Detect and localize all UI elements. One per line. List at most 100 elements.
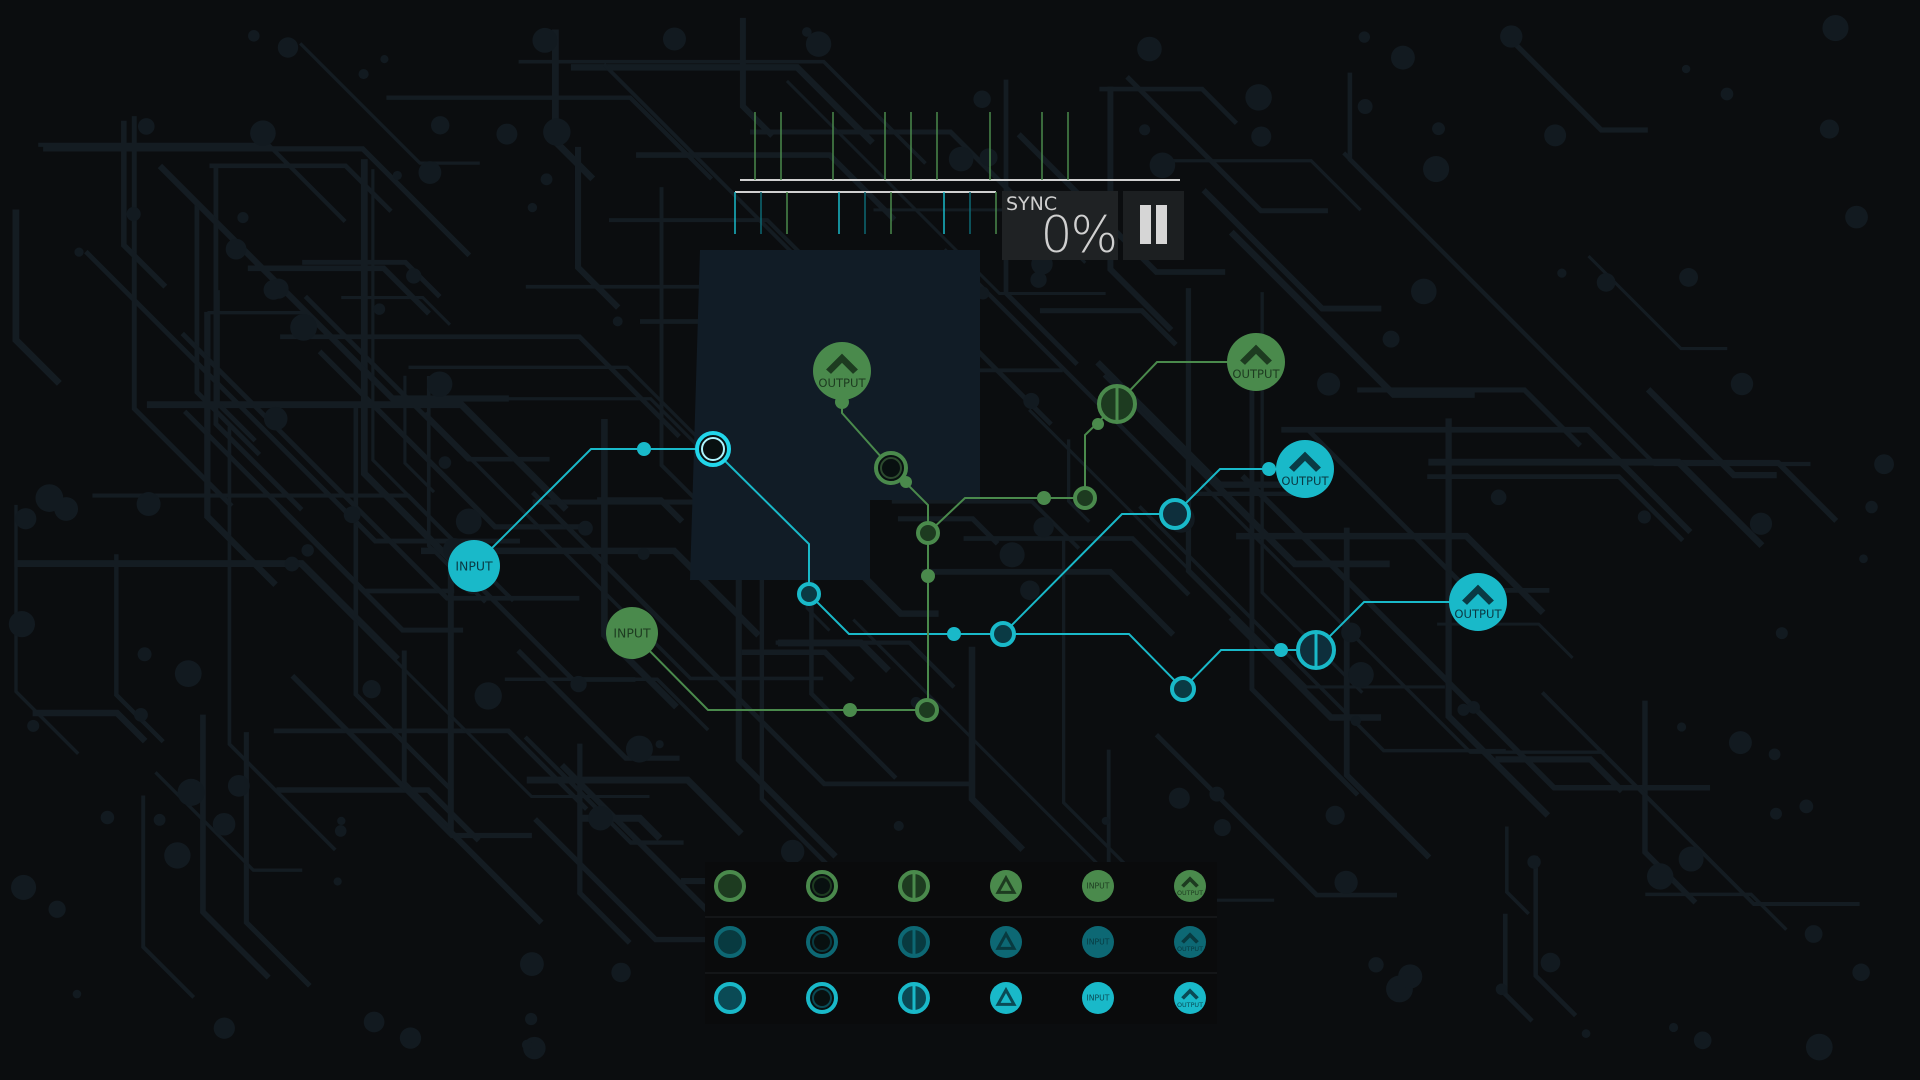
circuit-trace	[897, 516, 1000, 546]
junction[interactable]	[921, 569, 935, 583]
input-node-green[interactable]: INPUT	[606, 607, 658, 659]
junction-dot	[1262, 462, 1276, 476]
palette-triangle-node-green[interactable]	[990, 870, 1022, 902]
palette-ring-node-teal[interactable]	[806, 926, 838, 958]
triangle-node-icon	[990, 926, 1022, 958]
palette-split-node-green[interactable]	[898, 870, 930, 902]
circuit-pad	[1804, 925, 1823, 943]
circuit-trace	[114, 554, 165, 744]
junction[interactable]	[1037, 491, 1051, 505]
relay-node[interactable]	[990, 621, 1016, 647]
junction[interactable]	[947, 627, 961, 641]
circuit-pad	[1490, 489, 1507, 506]
palette-row-green	[705, 862, 1217, 918]
palette-triangle-node-cyan[interactable]	[990, 982, 1022, 1014]
circuit-trace	[121, 120, 168, 289]
circuit-pad	[250, 120, 276, 146]
palette-output-node-green[interactable]: OUTPUT	[1174, 870, 1206, 902]
triangle-glyph	[995, 874, 1017, 894]
circuit-pad	[1749, 512, 1773, 535]
junction[interactable]	[1262, 462, 1276, 476]
split-node[interactable]	[1097, 384, 1137, 424]
output-node-green[interactable]: OUTPUT	[1227, 333, 1285, 391]
circuit-trace	[14, 560, 400, 662]
circuit-trace	[1506, 35, 1648, 133]
solid-node-icon	[714, 870, 746, 902]
output-node-cyan[interactable]: OUTPUT	[1449, 573, 1507, 631]
circuit-trace	[386, 95, 714, 181]
circuit-trace	[921, 568, 1176, 637]
palette-triangle-node-teal[interactable]	[990, 926, 1022, 958]
palette-input-node-teal[interactable]: INPUT	[1082, 926, 1114, 958]
circuit-pad	[1149, 152, 1176, 179]
circuit-pad	[1775, 627, 1788, 640]
circuit-pad	[1168, 787, 1190, 809]
ring-inner	[880, 457, 902, 479]
junction[interactable]	[1274, 643, 1288, 657]
circuit-pad	[100, 810, 115, 825]
circuit-trace	[1587, 254, 1728, 351]
output-node-cyan[interactable]: OUTPUT	[1276, 440, 1334, 498]
junction[interactable]	[835, 395, 849, 409]
circuit-pad	[588, 805, 613, 831]
palette-split-node-teal[interactable]	[898, 926, 930, 958]
palette-split-node-cyan[interactable]	[898, 982, 930, 1014]
relay-node[interactable]	[916, 521, 940, 545]
circuit-pad	[893, 820, 904, 831]
output-node-icon	[1227, 333, 1285, 391]
palette-output-node-cyan[interactable]: OUTPUT	[1174, 982, 1206, 1014]
output-node-green[interactable]: OUTPUT	[813, 342, 871, 400]
junction-dot	[1037, 491, 1051, 505]
circuit-pad	[248, 30, 260, 42]
relay-node[interactable]	[915, 698, 939, 722]
junction[interactable]	[843, 703, 857, 717]
relay-node[interactable]	[797, 582, 821, 606]
circuit-pad	[1859, 554, 1868, 564]
palette-output-node-teal[interactable]: OUTPUT	[1174, 926, 1206, 958]
circuit-pad	[540, 173, 553, 186]
circuit-pad	[1681, 64, 1691, 74]
relay-node[interactable]	[1073, 486, 1097, 510]
relay-node[interactable]	[1159, 498, 1191, 530]
solid-node-icon	[714, 982, 746, 1014]
pause-button[interactable]	[1123, 191, 1184, 260]
circuit-pad	[1358, 31, 1371, 43]
input-label: INPUT	[1087, 882, 1110, 891]
solid-node-icon	[1170, 676, 1196, 702]
circuit-trace	[182, 409, 455, 594]
circuit-trace	[518, 59, 927, 165]
palette-ring-node-green[interactable]	[806, 870, 838, 902]
input-node-cyan[interactable]: INPUT	[448, 540, 500, 592]
circuit-trace	[146, 401, 569, 512]
palette-input-node-cyan[interactable]: INPUT	[1082, 982, 1114, 1014]
circuit-trace	[462, 397, 715, 463]
junction[interactable]	[1092, 418, 1104, 430]
palette-solid-node-cyan[interactable]	[714, 982, 746, 1014]
circuit-trace	[243, 732, 312, 988]
output-label: OUTPUT	[1281, 474, 1329, 488]
circuit-pad	[35, 484, 64, 512]
selected-node[interactable]	[695, 431, 731, 467]
palette-solid-node-teal[interactable]	[714, 926, 746, 958]
junction[interactable]	[637, 442, 651, 456]
circuit-pad	[1423, 155, 1450, 183]
circuit-pad	[1805, 1033, 1833, 1061]
ring-node[interactable]	[874, 451, 908, 485]
output-node-icon	[1174, 870, 1206, 902]
junction-dot	[947, 627, 961, 641]
palette-solid-node-green[interactable]	[714, 870, 746, 902]
junction[interactable]	[900, 476, 912, 488]
wire-green	[631, 371, 929, 711]
circuit-pad	[1540, 952, 1561, 973]
circuit-pad	[27, 719, 40, 732]
palette-ring-node-cyan[interactable]	[806, 982, 838, 1014]
split-node[interactable]	[1296, 630, 1336, 670]
palette-input-node-green[interactable]: INPUT	[1082, 870, 1114, 902]
circuit-trace	[215, 290, 257, 443]
circuit-trace	[741, 649, 855, 683]
circuit-trace	[423, 411, 824, 681]
circuit-trace	[14, 504, 80, 755]
circuit-trace	[317, 349, 583, 530]
relay-node[interactable]	[1170, 676, 1196, 702]
